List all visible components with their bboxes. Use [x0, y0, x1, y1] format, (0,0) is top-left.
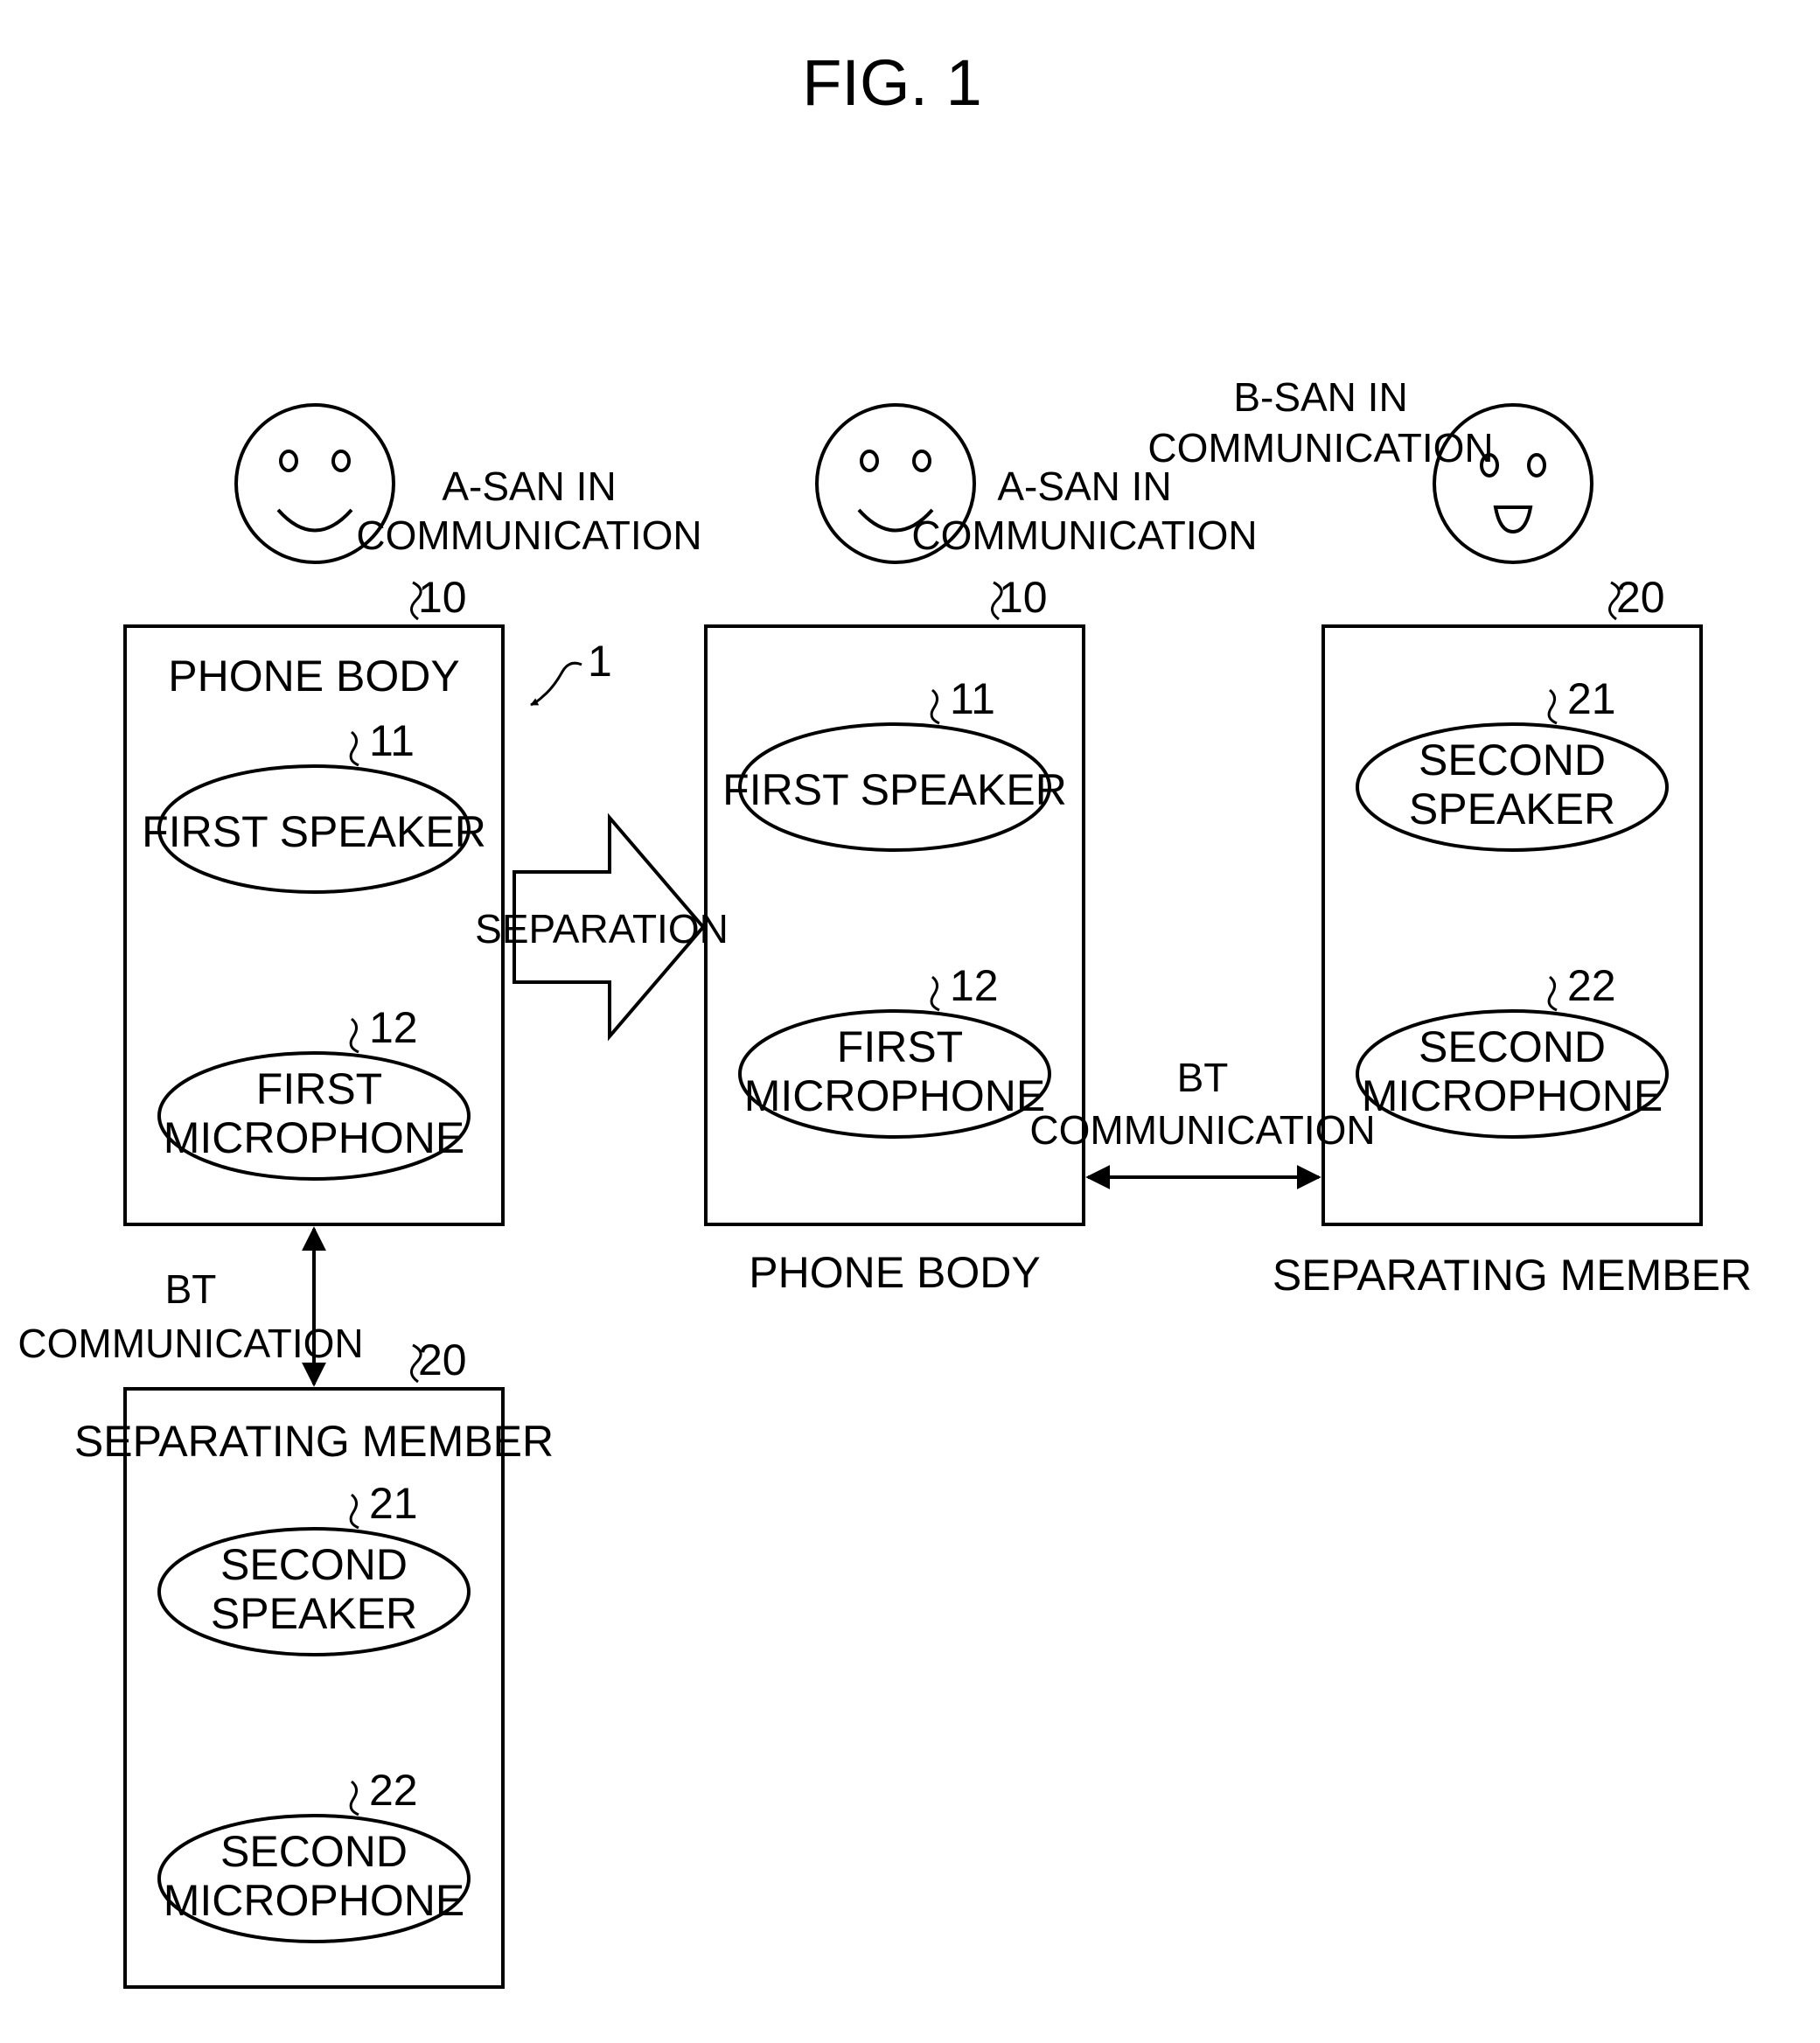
- bt-label-line-1: BT: [1177, 1055, 1229, 1100]
- ref-number: 22: [369, 1766, 418, 1815]
- ref-number: 11: [950, 674, 995, 723]
- second-microphone: 22 SECOND MICROPHONE: [159, 1766, 469, 1942]
- speaker-label: FIRST SPEAKER: [142, 807, 486, 856]
- first-microphone: 12 FIRST MICROPHONE: [740, 961, 1049, 1137]
- separation-label: SEPARATION: [475, 906, 729, 952]
- speaker-label-line-1: SECOND: [1419, 736, 1606, 784]
- microphone-label-line-1: SECOND: [1419, 1022, 1606, 1071]
- microphone-label-line-1: FIRST: [837, 1022, 963, 1071]
- person-a-label-line-2: COMMUNICATION: [356, 512, 701, 558]
- separating-member-caption: SEPARATING MEMBER: [1273, 1251, 1752, 1300]
- ref-number: 11: [369, 716, 415, 765]
- bt-link-vertical: BT COMMUNICATION: [17, 1229, 363, 1384]
- first-speaker: 11 FIRST SPEAKER: [142, 716, 486, 892]
- system-ref-number: 1: [588, 637, 612, 686]
- second-speaker: 21 SECOND SPEAKER: [159, 1479, 469, 1655]
- phone-body-caption: PHONE BODY: [749, 1248, 1040, 1297]
- person-a-label-line-2: COMMUNICATION: [911, 512, 1257, 558]
- separation-arrow: SEPARATION: [475, 818, 729, 1036]
- separating-member-box: 20 SEPARATING MEMBER: [1273, 573, 1752, 1300]
- microphone-label-line-1: SECOND: [220, 1827, 408, 1876]
- microphone-label-line-2: MICROPHONE: [164, 1113, 464, 1162]
- ref-number: 10: [418, 573, 467, 622]
- speaker-label-line-2: SPEAKER: [211, 1589, 417, 1638]
- phone-body-title: PHONE BODY: [168, 652, 459, 701]
- speaker-label-line-1: SECOND: [220, 1540, 408, 1589]
- ref-number: 20: [1616, 573, 1665, 622]
- second-microphone: 22 SECOND MICROPHONE: [1357, 961, 1667, 1137]
- person-a-label-line-1: A-SAN IN: [997, 464, 1171, 509]
- ref-number: 21: [1567, 674, 1616, 723]
- ref-number: 22: [1567, 961, 1616, 1010]
- ref-number: 10: [999, 573, 1048, 622]
- first-microphone: 12 FIRST MICROPHONE: [159, 1003, 469, 1179]
- first-speaker: 11 FIRST SPEAKER: [722, 674, 1067, 850]
- separating-member-title: SEPARATING MEMBER: [74, 1417, 554, 1466]
- person-b-label-line-1: B-SAN IN: [1233, 374, 1407, 420]
- microphone-label-line-2: MICROPHONE: [744, 1071, 1045, 1120]
- ref-number: 12: [369, 1003, 418, 1052]
- microphone-label-line-2: MICROPHONE: [164, 1876, 464, 1925]
- person-a-label-line-1: A-SAN IN: [442, 464, 616, 509]
- ref-number: 12: [950, 961, 999, 1010]
- microphone-label-line-2: MICROPHONE: [1362, 1071, 1663, 1120]
- bt-label-line-1: BT: [165, 1266, 217, 1312]
- ref-number: 20: [418, 1335, 467, 1384]
- speaker-label-line-2: SPEAKER: [1409, 784, 1615, 833]
- microphone-label-line-1: FIRST: [256, 1064, 382, 1113]
- bt-label-line-2: COMMUNICATION: [17, 1321, 363, 1366]
- figure-title: FIG. 1: [802, 46, 982, 119]
- phone-body-box: 10 PHONE BODY: [706, 573, 1084, 1297]
- speaker-label: FIRST SPEAKER: [722, 765, 1067, 814]
- person-b-face-icon: [1434, 405, 1592, 562]
- second-speaker: 21 SECOND SPEAKER: [1357, 674, 1667, 850]
- system-reference: 1: [531, 637, 612, 705]
- ref-number: 21: [369, 1479, 418, 1528]
